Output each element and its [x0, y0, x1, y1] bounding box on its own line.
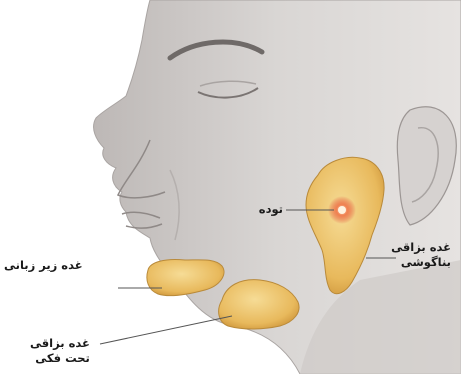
- lump-label: توده: [259, 202, 283, 217]
- parotid-label-line-1: غده بزاقی: [391, 240, 451, 255]
- parotid-label-line-2: بناگوشی: [391, 255, 451, 270]
- submandibular-label-line-1: غده بزاقی: [30, 336, 90, 351]
- submandibular-label-line-2: تحت فکی: [30, 351, 90, 366]
- parotid-gland-label: غده بزاقی بناگوشی: [391, 240, 451, 270]
- sublingual-gland-label: غده زیر زبانی: [4, 258, 83, 273]
- submandibular-gland-label: غده بزاقی تحت فکی: [30, 336, 90, 366]
- submandibular-leader-line: [100, 316, 232, 344]
